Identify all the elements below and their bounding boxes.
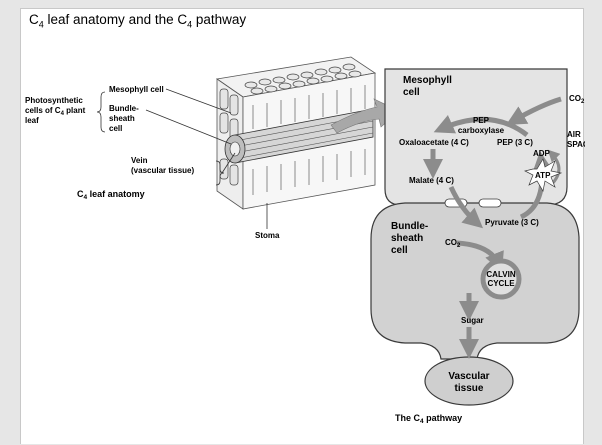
front-cells [219,88,239,186]
co2-in-arrow [506,96,562,125]
leaf-anatomy-caption: C4 leaf anatomy [77,189,145,201]
air-space-line1: AIR [567,130,581,139]
malate-label: Malate (4 C) [409,176,454,185]
pep-to-oxaloacetate-arrow [433,115,529,137]
photosynthetic-line2: cells of C4 plant [25,106,86,117]
plasmodesma-2 [478,198,502,208]
pep-carboxylase-line2: carboxylase [458,126,505,135]
title-c: C [29,12,39,27]
title-mid: leaf anatomy and the C [43,12,188,27]
bundle-sheath-line1: Bundle- [109,104,139,113]
pathway-caption: The C4 pathway [395,413,462,425]
calvin-line2: CYCLE [487,279,515,288]
mesophyll-cell-label: Mesophyll cell [109,85,164,94]
leaf-anatomy-block [215,56,377,229]
mesophyll-cells [244,63,362,95]
vascular-line2: tissue [455,383,484,394]
bundle-sheath-line2: sheath [109,114,135,123]
adp-label: ADP [533,149,551,158]
atp-burst [523,158,563,192]
co2-top-label: CO2 [569,94,585,105]
calvin-cycle-ring [480,258,522,300]
photosynthetic-brace [96,91,106,133]
c4-figure: Photosynthetic cells of C4 plant leaf Me… [25,56,585,425]
stoma-label: Stoma [255,231,280,240]
bundle-sheath-title-line3: cell [391,245,408,256]
anatomy-leaders [96,88,236,186]
pep-label: PEP (3 C) [497,138,533,147]
sugar-label: Sugar [461,316,484,325]
photosynthetic-line3: leaf [25,116,39,125]
pep-carboxylase-line1: PEP [473,116,490,125]
malate-to-pyruvate-arrow [448,185,484,229]
oxaloacetate-label: Oxaloacetate (4 C) [399,138,469,147]
co2-inner-label: CO2 [445,238,461,249]
slide-title: C4 leaf anatomy and the C4 pathway [29,12,246,30]
anatomy-labels: Photosynthetic cells of C4 plant leaf Me… [25,85,280,240]
mesophyll-title-line2: cell [403,87,420,98]
title-end: pathway [192,12,247,27]
mesophyll-title-line1: Mesophyll [403,75,452,86]
vein-brace [215,160,225,186]
atp-label: ATP [535,171,551,180]
vein-line1: Vein [131,156,148,165]
side-cells [252,85,366,195]
bundle-sheath-cell-shape [370,202,580,360]
bundle-sheath-title-line2: sheath [391,233,423,244]
photosynthetic-line1: Photosynthetic [25,96,83,105]
bundle-sheath-line3: cell [109,124,122,133]
vein-line2: (vascular tissue) [131,166,194,175]
pyruvate-label: Pyruvate (3 C) [485,218,539,227]
calvin-line1: CALVIN [486,270,515,279]
title-sub2: 4 [187,19,193,30]
air-space-line2: SPACE [567,140,585,149]
vascular-line1: Vascular [448,371,489,382]
bundle-sheath-title-line1: Bundle- [391,221,428,232]
title-sub: 4 [38,19,44,30]
slide: C4 leaf anatomy and the C4 pathway [20,8,585,444]
c4-pathway: Mesophyll cell CO2 PEP carboxylase Oxalo… [370,68,585,425]
